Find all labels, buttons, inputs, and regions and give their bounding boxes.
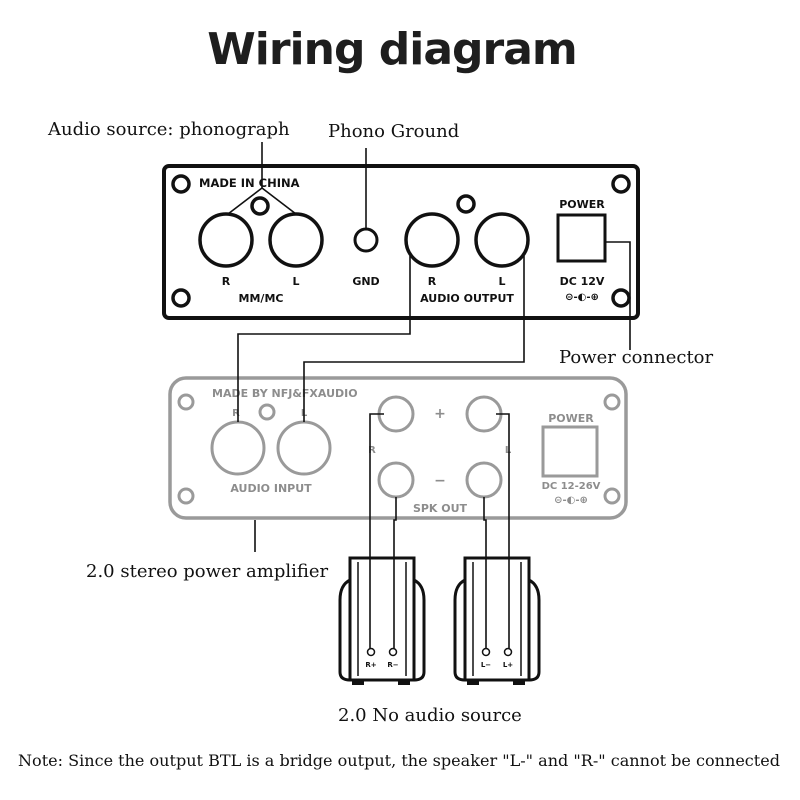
preamp-power-label: POWER: [559, 198, 605, 211]
speaker-right-foot: [352, 680, 364, 685]
preamp-screw-hole: [456, 194, 476, 214]
wire-output-l-to-input-l: [303, 256, 525, 422]
amp-screw-hole: [258, 403, 276, 421]
amp-mount-hole: [177, 487, 195, 505]
preamp-made-in-label: MADE IN CHINA: [199, 176, 300, 190]
audio-output-l-jack: [474, 212, 530, 268]
spk-r-label: R: [368, 445, 376, 456]
preamp-dc-label: DC 12V: [560, 275, 605, 288]
speaker-right-outline: [348, 556, 416, 682]
wires: [227, 142, 631, 648]
amp-polarity-icon: ⊝-◐-⊕: [554, 495, 588, 506]
wire-output-r-to-input-r: [237, 256, 411, 422]
amplifier-body: [168, 376, 628, 520]
phono-input-r-label: R: [222, 275, 231, 288]
amp-made-by-label: MADE BY NFJ&FXAUDIO: [212, 387, 358, 400]
spk-plus-label: +: [434, 406, 446, 422]
power-connector-callout: Power connector: [559, 347, 714, 368]
wire-r-minus: [393, 497, 397, 648]
wire-l-plus: [496, 413, 510, 648]
audio-output-r-jack: [404, 212, 460, 268]
audio-source-leader-line: [227, 186, 297, 215]
speaker-right-side-right: [413, 578, 426, 682]
phono-input-l-label: L: [292, 275, 299, 288]
phono-input-r-jack: [198, 212, 254, 268]
speaker-right: R+ R−: [338, 556, 426, 685]
mm-mc-label: MM/MC: [239, 292, 284, 305]
bridge-output-note: Note: Since the output BTL is a bridge o…: [18, 752, 780, 770]
spk-minus-label: −: [434, 473, 446, 489]
wire-r-plus: [369, 413, 384, 648]
speaker-right-term-b-label: R−: [387, 661, 398, 669]
audio-source-callout: Audio source: phonograph: [47, 119, 290, 140]
preamp-panel: MADE IN CHINA R L MM/MC GND R L AUDIO OU…: [162, 164, 640, 320]
speaker-left-terminal-plus: [503, 647, 513, 657]
amp-dc-label: DC 12-26V: [542, 481, 601, 492]
speaker-right-terminal-plus: [366, 647, 376, 657]
amp-mount-hole: [603, 487, 621, 505]
audio-output-l-label: L: [498, 275, 505, 288]
audio-output-label: AUDIO OUTPUT: [420, 292, 514, 305]
speaker-left-term-a-label: L−: [481, 661, 491, 669]
speaker-left-term-b-label: L+: [503, 661, 513, 669]
speaker-left-side-left: [453, 578, 466, 682]
spk-out-label: SPK OUT: [413, 502, 468, 515]
amp-mount-hole: [177, 393, 195, 411]
preamp-power-socket: [556, 213, 607, 263]
preamp-mount-hole: [171, 174, 191, 194]
gnd-label: GND: [352, 275, 379, 288]
amp-power-socket: [541, 425, 599, 478]
wire-l-minus: [483, 497, 487, 648]
amp-power-label: POWER: [548, 412, 594, 425]
amplifier-callout: 2.0 stereo power amplifier: [86, 561, 329, 582]
no-audio-source-callout: 2.0 No audio source: [338, 705, 522, 726]
speaker-left-foot: [513, 680, 525, 685]
speaker-right-side-left: [338, 578, 351, 682]
amplifier-panel: MADE BY NFJ&FXAUDIO R L AUDIO INPUT + − …: [168, 376, 628, 520]
preamp-screw-hole: [250, 196, 270, 216]
speaker-right-foot: [398, 680, 410, 685]
audio-output-r-label: R: [428, 275, 437, 288]
speaker-left-terminal-minus: [481, 647, 491, 657]
speaker-left-side-right: [528, 578, 541, 682]
amp-audio-input-label: AUDIO INPUT: [230, 482, 312, 495]
amp-input-r-label: R: [232, 408, 240, 419]
diagram-title: Wiring diagram: [207, 24, 577, 75]
speaker-right-terminal-minus: [388, 647, 398, 657]
phono-ground-callout: Phono Ground: [328, 121, 459, 142]
speaker-left-outline: [463, 556, 531, 682]
speaker-right-term-a-label: R+: [365, 661, 376, 669]
power-connector-leader-line: [605, 241, 631, 350]
preamp-polarity-icon: ⊝-◐-⊕: [565, 292, 599, 303]
speaker-left: L− L+: [453, 556, 541, 685]
speaker-left-foot: [467, 680, 479, 685]
preamp-mount-hole: [611, 288, 631, 308]
preamp-mount-hole: [171, 288, 191, 308]
amp-mount-hole: [603, 393, 621, 411]
preamp-mount-hole: [611, 174, 631, 194]
